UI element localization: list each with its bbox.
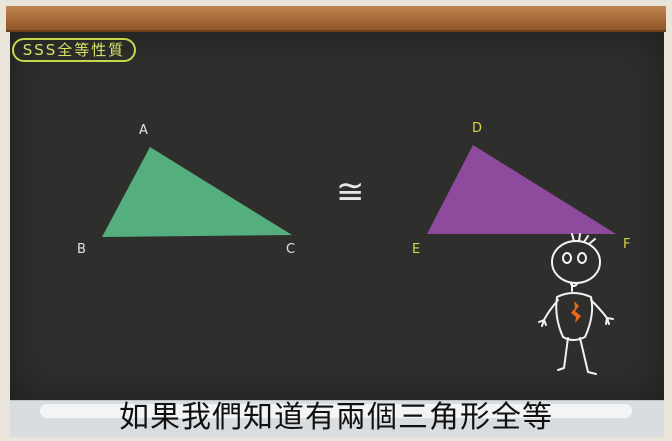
character-arm-left [538,299,559,327]
triangle-abc [102,147,292,237]
character-legs [557,337,597,375]
topic-badge: SSS全等性質 [12,38,136,62]
vertex-label-a: A [139,123,148,138]
character-body [555,292,594,341]
character-hair [571,233,596,245]
vertex-label-f: F [623,237,631,252]
subtitle-highlight [40,404,632,418]
congruence-symbol: ≅ [336,172,365,212]
vertex-label-e: E [412,242,421,257]
chalkboard-wood-trim [6,6,666,32]
character-eye-left [562,252,572,264]
character-eye-right [577,252,587,264]
vertex-label-b: B [77,242,86,257]
stick-figure-character [538,233,614,375]
character-arm-right [590,299,614,325]
subtitle-text: 如果我們知道有兩個三角形全等 [119,400,553,435]
vertex-label-c: C [286,242,296,257]
character-head [551,240,601,284]
triangle-def [427,145,616,234]
vertex-label-d: D [472,121,483,136]
character-heart [571,301,581,323]
